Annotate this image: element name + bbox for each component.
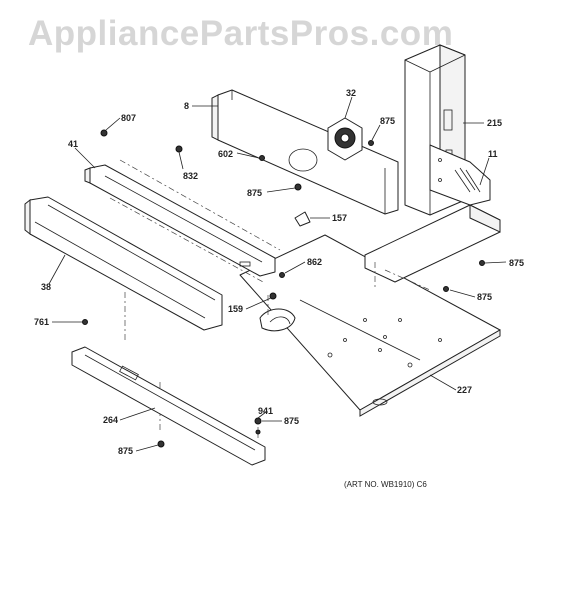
label-941: 941: [258, 406, 273, 416]
label-41: 41: [68, 139, 78, 149]
label-159: 159: [228, 304, 243, 314]
leader-lines: [48, 96, 507, 452]
label-832: 832: [183, 171, 198, 181]
label-761: 761: [34, 317, 49, 327]
label-157: 157: [332, 213, 347, 223]
watermark-logo: AppliancePartsPros.com: [28, 14, 454, 53]
side-bracket-11: [364, 144, 501, 291]
label-807: 807: [121, 113, 136, 123]
fasteners: [82, 129, 485, 448]
label-875-top: 875: [380, 116, 395, 126]
label-875-mid: 875: [247, 188, 262, 198]
label-11: 11: [488, 149, 498, 159]
label-38: 38: [41, 282, 51, 292]
label-875-low: 875: [284, 416, 299, 426]
label-875-bottom: 875: [118, 446, 133, 456]
label-875-right2: 875: [477, 292, 492, 302]
label-875-right1: 875: [509, 258, 524, 268]
label-32: 32: [346, 88, 356, 98]
base-panel-227: [239, 234, 501, 417]
art-number: (ART NO. WB1910) C6: [344, 480, 427, 489]
label-264: 264: [103, 415, 118, 425]
fan-opening: [259, 308, 296, 332]
label-227: 227: [457, 385, 472, 395]
label-862: 862: [307, 257, 322, 267]
control-panel-38: [24, 196, 223, 331]
part-labels: 807 8 32 875 215 41 602 11 832 875 157 8…: [34, 88, 524, 489]
label-215: 215: [487, 118, 502, 128]
control-frame-41: [84, 164, 276, 277]
rear-panel-8: [211, 89, 399, 215]
fan-motor-32: [327, 117, 363, 161]
label-602: 602: [218, 149, 233, 159]
bottom-trim-264: [71, 346, 266, 466]
label-8: 8: [184, 101, 189, 111]
